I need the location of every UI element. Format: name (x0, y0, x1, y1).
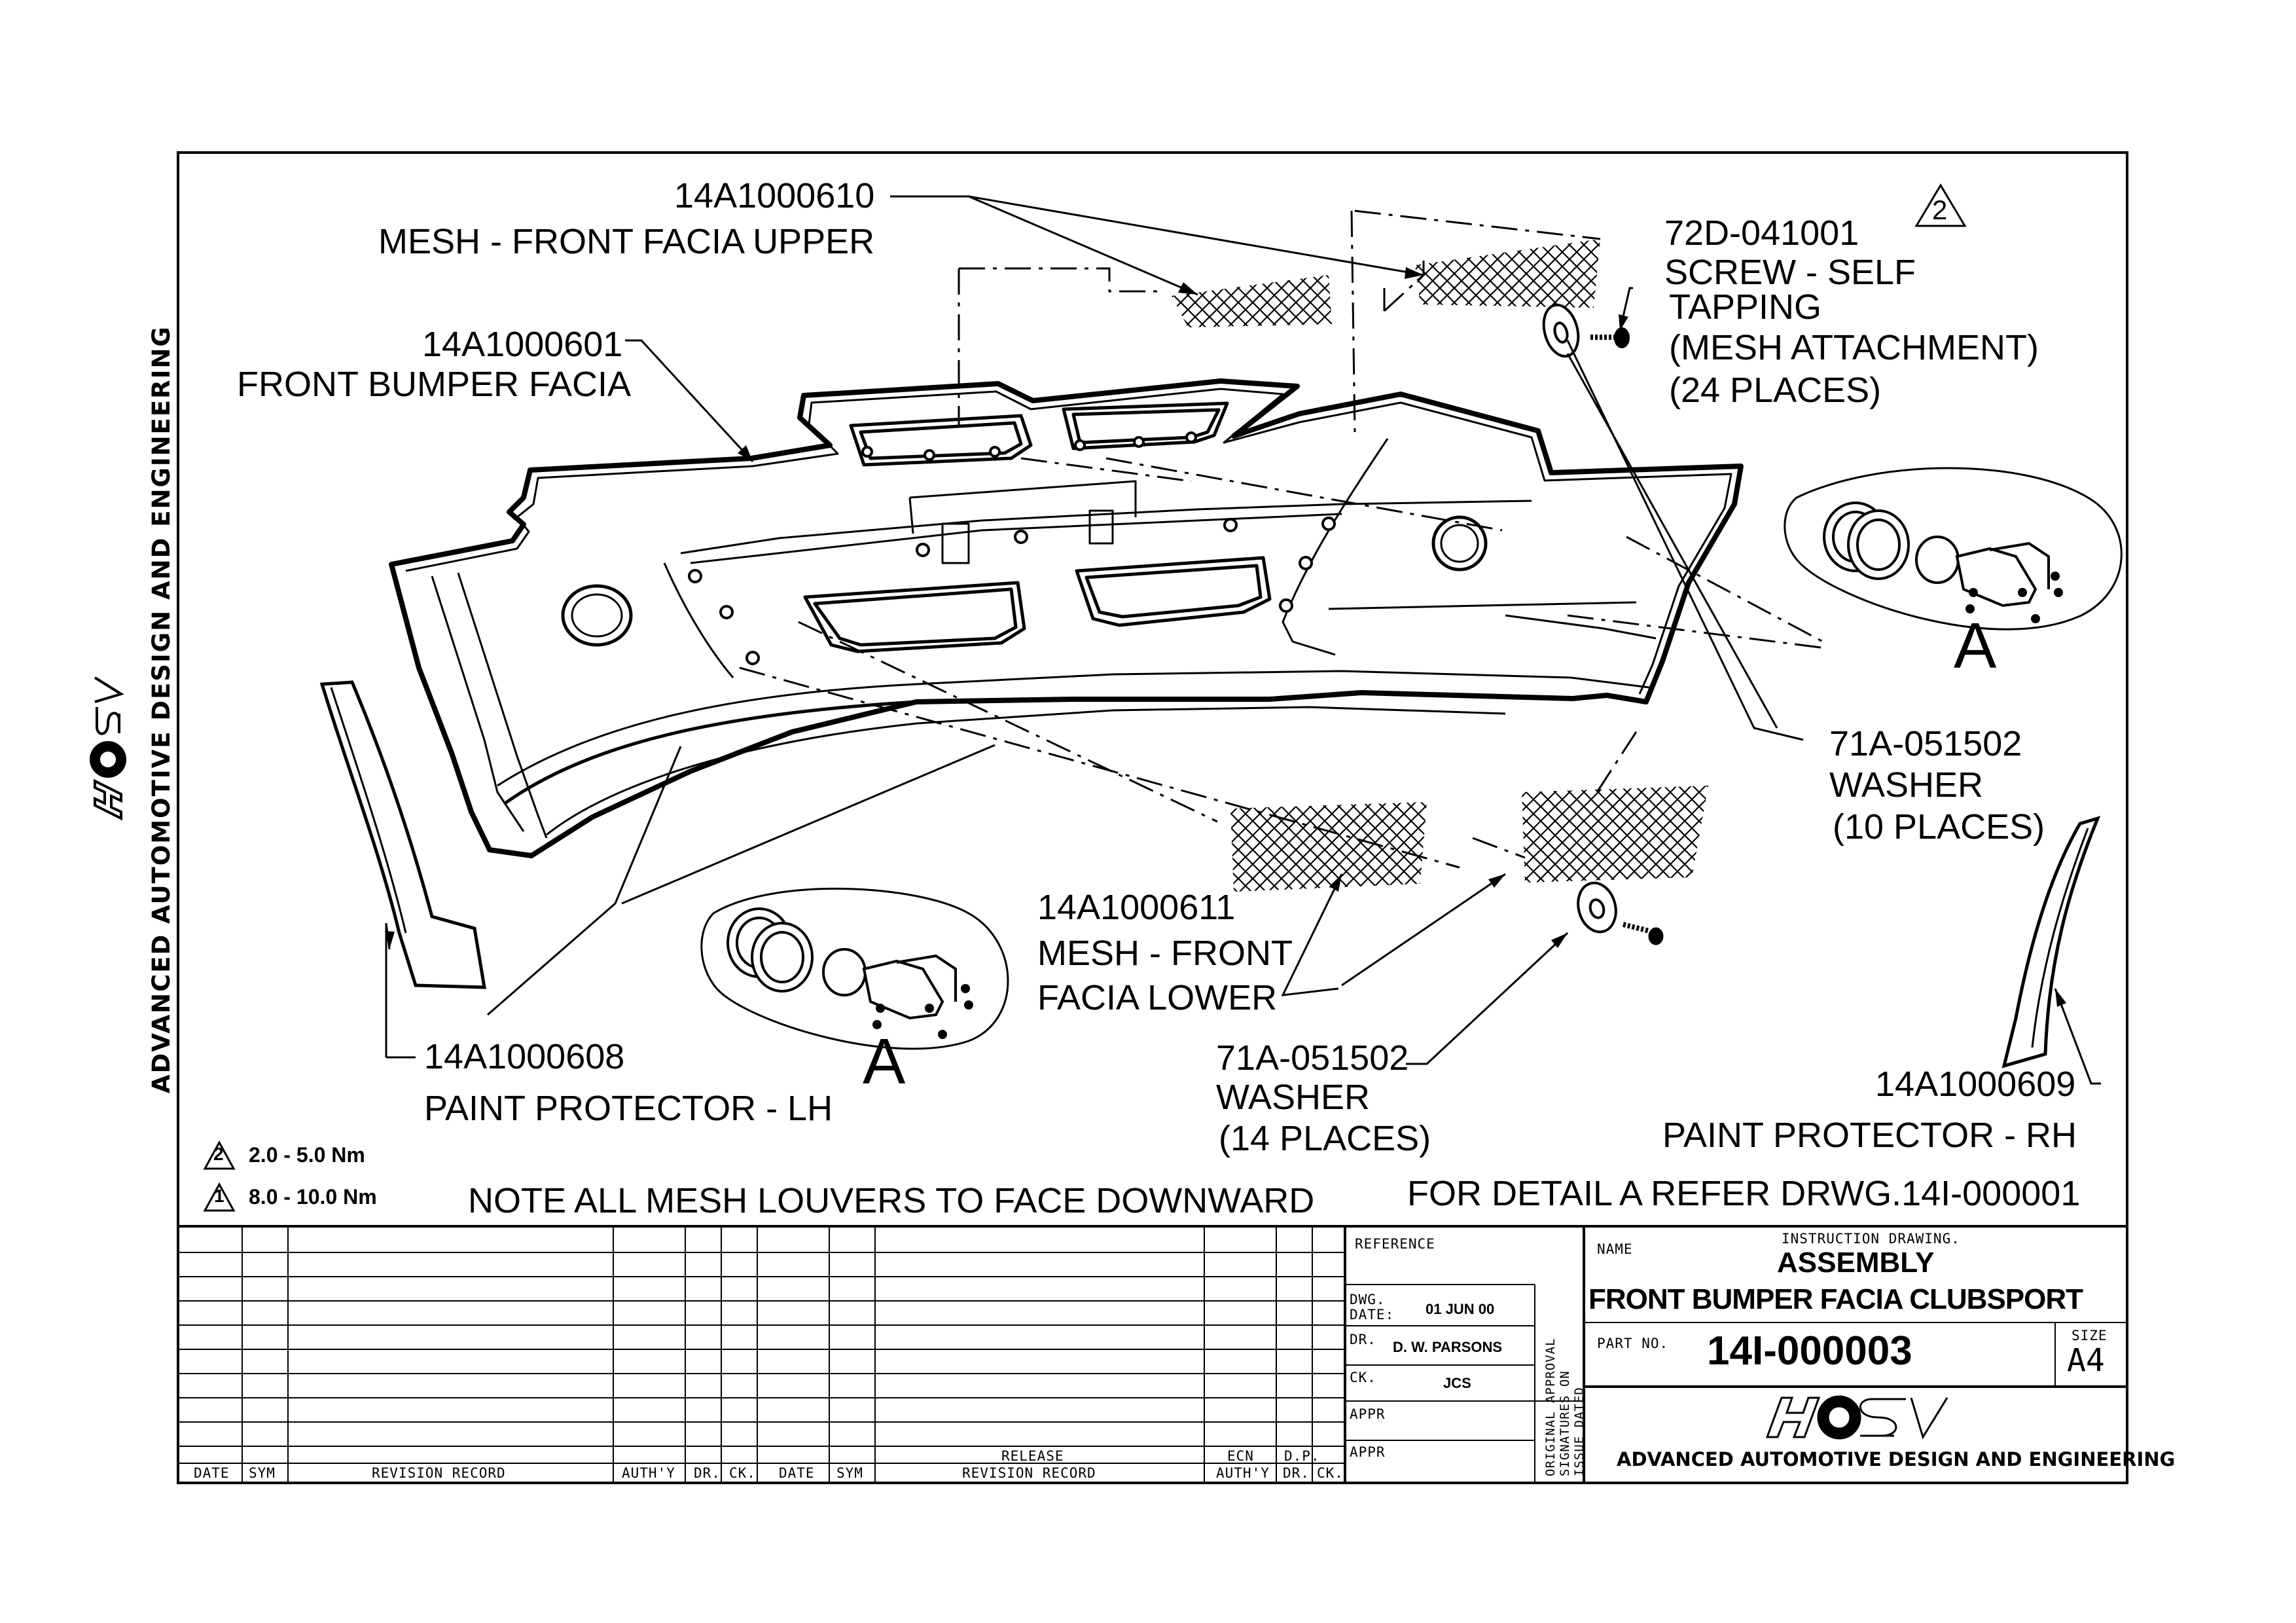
release-label: RELEASE (1001, 1448, 1064, 1464)
reference-label: REFERENCE (1355, 1236, 1435, 1252)
detail-a-right-screws (1965, 572, 2063, 623)
leader-arrowheads (385, 267, 2066, 1007)
detail-a-left-marker: A (863, 1025, 906, 1097)
rev-header-sym-2: SYM (836, 1465, 863, 1481)
washer-lower-description: WASHER (1216, 1078, 1371, 1117)
screw-part-number: 72D-041001 (1664, 213, 1859, 253)
dwg-date-label-line2: DATE: (1350, 1307, 1395, 1322)
mesh-lower-description-line2: FACIA LOWER (1037, 978, 1278, 1017)
checked-by: JCS (1443, 1375, 1471, 1391)
drawing-type: INSTRUCTION DRAWING. (1782, 1231, 1960, 1247)
rev-header-ck-2: CK. (1317, 1465, 1344, 1481)
approval-note-line3: ISSUE DATED (1572, 1387, 1587, 1476)
torque-value-1: 8.0 - 10.0 Nm (249, 1185, 377, 1209)
screw-description-line2: TAPPING (1669, 287, 1822, 327)
torque-value-2: 2.0 - 5.0 Nm (249, 1143, 365, 1167)
mesh-lower-description-line1: MESH - FRONT (1037, 934, 1293, 973)
detail-a-right-outline (1784, 467, 2123, 630)
detail-a-left-fog-lamp (726, 907, 957, 1020)
detail-a-right-marker: A (1954, 610, 1997, 682)
washer-upper (1542, 303, 1580, 358)
rev-header-sym-1: SYM (249, 1465, 276, 1481)
drawing-date: 01 JUN 00 (1426, 1301, 1495, 1317)
torque-ref-2: 2 (213, 1144, 224, 1164)
rev-header-ck-1: CK. (729, 1465, 756, 1481)
mesh-louver-note: NOTE ALL MESH LOUVERS TO FACE DOWNWARD (468, 1181, 1315, 1220)
leader-lines (385, 195, 2101, 1085)
mesh-lower-left (1230, 802, 1427, 892)
drawing-border (177, 151, 2128, 1484)
name-label: NAME (1597, 1241, 1633, 1257)
company-name: ADVANCED AUTOMOTIVE DESIGN AND ENGINEERI… (1617, 1448, 2176, 1470)
rev-header-dr-1: DR. (694, 1465, 721, 1481)
washer-right-part-number: 71A-051502 (1829, 724, 2022, 763)
ecn-label: ECN (1227, 1448, 1254, 1464)
protector-rh-description: PAINT PROTECTOR - RH (1662, 1116, 2077, 1155)
size-label: SIZE (2072, 1328, 2108, 1343)
paint-protector-lh-shape (319, 680, 486, 989)
detail-a-right-fog-lamp (1823, 501, 2050, 608)
mesh-upper-part-number: 14A1000610 (674, 176, 875, 215)
mesh-outline-lines (739, 210, 1827, 869)
detail-a-left-outline (700, 887, 1009, 1050)
washer-lower-part-number: 71A-051502 (1216, 1038, 1409, 1078)
screw-lower (1623, 922, 1664, 945)
washer-lower (1577, 881, 1617, 934)
torque-ref-1: 1 (214, 1186, 224, 1206)
screw-upper (1590, 327, 1630, 348)
torque-legend-triangles (203, 1140, 236, 1212)
approval-note-line2: SIGNATURES ON (1558, 1370, 1572, 1476)
mesh-upper-right (1415, 239, 1600, 308)
torque-callout-triangle (1914, 183, 1967, 227)
protector-lh-part-number: 14A1000608 (424, 1037, 625, 1076)
sheet-size: A4 (2067, 1342, 2105, 1379)
part-no-label: PART NO. (1597, 1336, 1669, 1351)
bumper-part-number: 14A1000601 (422, 325, 623, 364)
protector-rh-part-number: 14A1000609 (1875, 1065, 2076, 1104)
washer-right-description: WASHER (1829, 765, 1984, 805)
side-hsv-logo (90, 676, 126, 821)
title-hsv-logo (1765, 1395, 1948, 1440)
part-number: 14I-000003 (1707, 1328, 1912, 1374)
paint-protector-rh-inner (2031, 828, 2089, 1048)
drawing-title-line2: FRONT BUMPER FACIA CLUBSPORT (1588, 1283, 2083, 1315)
rev-header-dr-2: DR. (1283, 1465, 1310, 1481)
mesh-upper-left (1172, 275, 1332, 327)
rev-header-date-1: DATE (194, 1465, 230, 1481)
screw-description-line1: SCREW - SELF (1664, 253, 1916, 292)
title-block-lines (178, 1225, 2127, 1483)
rev-header-date-2: DATE (779, 1465, 815, 1481)
drawn-by: D. W. PARSONS (1393, 1339, 1503, 1355)
mesh-upper-description: MESH - FRONT FACIA UPPER (378, 222, 875, 261)
washer-right-quantity: (10 PLACES) (1833, 807, 2045, 847)
dp-label: D.P. (1284, 1448, 1320, 1464)
screw-description-line3: (MESH ATTACHMENT) (1669, 328, 2039, 367)
rev-header-record-2: REVISION RECORD (962, 1465, 1096, 1481)
detail-reference-note: FOR DETAIL A REFER DRWG.14I-000001 (1407, 1174, 2081, 1213)
paint-protector-lh-inner (330, 687, 407, 934)
approval-note-line1: ORIGINAL APPROVAL (1543, 1338, 1558, 1476)
screw-torque-ref: 2 (1932, 194, 1948, 225)
checked-by-label: CK. (1350, 1370, 1376, 1385)
rev-header-auth-2: AUTH'Y (1216, 1465, 1270, 1481)
paint-protector-rh-shape (2001, 816, 2101, 1068)
drawing-title-line1: ASSEMBLY (1777, 1247, 1935, 1279)
drawn-by-label: DR. (1350, 1332, 1376, 1347)
side-branding-text: ADVANCED AUTOMOTIVE DESIGN AND ENGINEERI… (147, 325, 175, 1093)
approval-label-2: APPR (1350, 1444, 1386, 1460)
mesh-lower-right (1522, 786, 1708, 883)
mesh-lower-part-number: 14A1000611 (1037, 888, 1236, 927)
detail-a-left-screws (872, 984, 973, 1039)
protector-lh-description: PAINT PROTECTOR - LH (424, 1089, 833, 1128)
rev-header-auth-1: AUTH'Y (622, 1465, 675, 1481)
dwg-date-label-line1: DWG. (1350, 1292, 1386, 1307)
bumper-description: FRONT BUMPER FACIA (237, 365, 632, 404)
screw-quantity: (24 PLACES) (1669, 371, 1882, 410)
bumper-facia-shape (389, 378, 1744, 858)
washer-lower-quantity: (14 PLACES) (1219, 1119, 1431, 1158)
rev-header-record-1: REVISION RECORD (372, 1465, 506, 1481)
bumper-clip-points (688, 431, 1336, 665)
approval-label-1: APPR (1350, 1406, 1386, 1422)
